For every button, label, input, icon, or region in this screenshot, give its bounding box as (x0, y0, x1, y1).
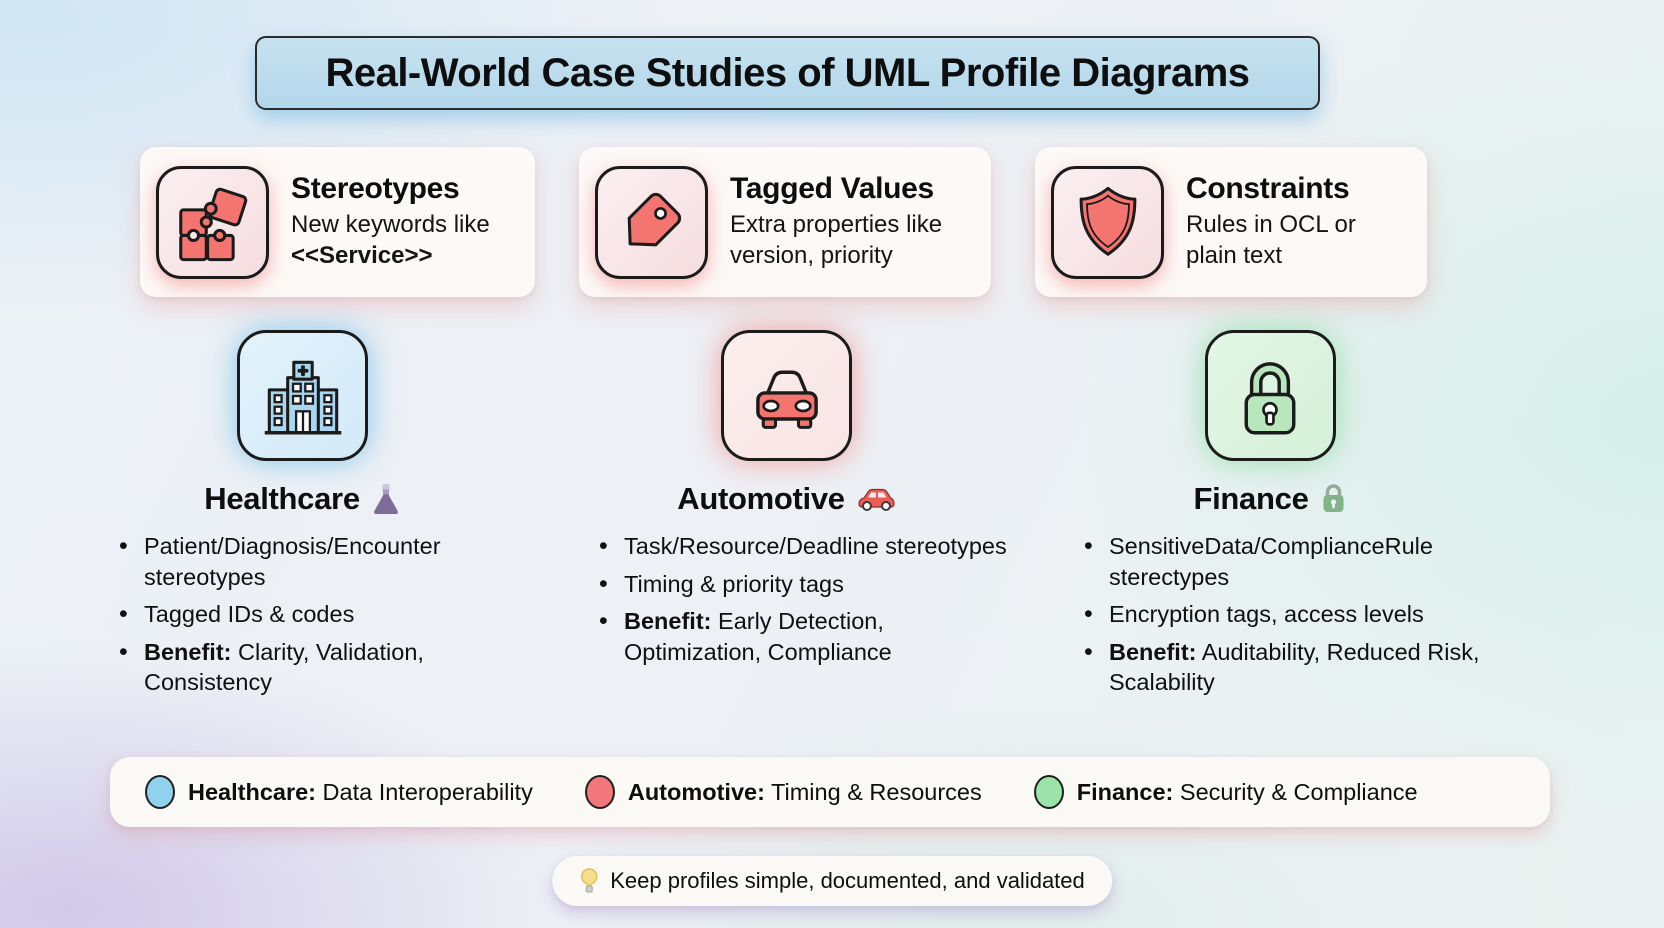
list-item: Task/Resource/Deadline stereotypes (597, 530, 1014, 562)
puzzle-icon (178, 187, 247, 262)
list-item: Tagged IDs & codes (117, 598, 530, 630)
hospital-icon (264, 360, 341, 434)
legend-item-finance: Finance: Security & Compliance (1033, 775, 1418, 809)
column-heading: Healthcare (75, 481, 530, 517)
puzzle-icon-tile (156, 165, 269, 279)
card-description: Rules in OCL or plain text (1186, 211, 1356, 269)
column-heading: Finance (1040, 481, 1500, 517)
case-study-finance: Finance SensitiveData/ComplianceRule ste… (1040, 330, 1500, 705)
shield-icon (1079, 186, 1136, 256)
list-item: Benefit: Auditability, Reduced Risk, Sca… (1082, 636, 1500, 698)
finance-dot-icon (1033, 775, 1064, 809)
list-item: Benefit: Early Detection, Optimization, … (597, 605, 1014, 667)
footer-tip: Keep profiles simple, documented, and va… (552, 856, 1112, 906)
list-item: Patient/Diagnosis/Encounter stereotypes (117, 530, 530, 592)
car-small-icon (858, 488, 895, 511)
legend-bar: Healthcare: Data Interoperability Automo… (110, 757, 1550, 827)
card-title: Stereotypes (291, 172, 460, 206)
lock-icon (1244, 361, 1296, 434)
hospital-icon-tile (237, 330, 368, 461)
card-description: Extra properties like version, priority (730, 211, 943, 269)
car-icon (755, 370, 818, 429)
list-item: Timing & priority tags (597, 568, 1014, 600)
feature-card-stereotypes: Stereotypes New keywords like<<Service>> (140, 147, 535, 297)
feature-card-constraints: Constraints Rules in OCL or plain text (1035, 147, 1427, 297)
tag-icon (627, 192, 681, 247)
bullet-list: Task/Resource/Deadline stereotypes Timin… (559, 530, 1014, 667)
lock-small-icon (1323, 484, 1344, 512)
feature-card-tagged-values: Tagged Values Extra properties like vers… (579, 147, 991, 297)
legend-text: Finance: Security & Compliance (1076, 778, 1418, 805)
case-study-automotive: Automotive Task/Resource/Deadline stereo… (559, 330, 1014, 674)
column-heading: Automotive (559, 481, 1014, 517)
bullet-list: Patient/Diagnosis/Encounter stereotypes … (75, 530, 530, 698)
feature-cards-row: Stereotypes New keywords like<<Service>>… (140, 147, 1427, 297)
list-item: SensitiveData/ComplianceRule sterectypes (1082, 530, 1500, 592)
case-study-healthcare: Healthcare Patient/Diagnosis/Encounter s… (75, 330, 530, 705)
title-banner: Real-World Case Studies of UML Profile D… (255, 36, 1320, 110)
lightbulb-icon (580, 868, 598, 893)
page-title: Real-World Case Studies of UML Profile D… (325, 50, 1250, 95)
list-item: Benefit: Clarity, Validation, Consistenc… (117, 636, 530, 698)
car-icon-tile (721, 330, 852, 461)
list-item: Encryption tags, access levels (1082, 598, 1500, 630)
legend-item-automotive: Automotive: Timing & Resources (584, 775, 982, 809)
legend-text: Healthcare: Data Interoperability (188, 778, 533, 805)
legend-item-healthcare: Healthcare: Data Interoperability (145, 775, 533, 809)
shield-icon-tile (1051, 165, 1164, 279)
lock-icon-tile (1204, 330, 1336, 461)
legend-text: Automotive: Timing & Resources (627, 778, 982, 805)
card-title: Constraints (1186, 172, 1350, 206)
automotive-dot-icon (584, 775, 615, 809)
flask-icon (373, 484, 398, 514)
tip-text: Keep profiles simple, documented, and va… (610, 868, 1085, 893)
card-title: Tagged Values (730, 172, 934, 206)
bullet-list: SensitiveData/ComplianceRule sterectypes… (1040, 530, 1500, 698)
healthcare-dot-icon (145, 775, 175, 809)
tag-icon-tile (595, 165, 708, 279)
card-description: New keywords like<<Service>> (291, 211, 490, 269)
